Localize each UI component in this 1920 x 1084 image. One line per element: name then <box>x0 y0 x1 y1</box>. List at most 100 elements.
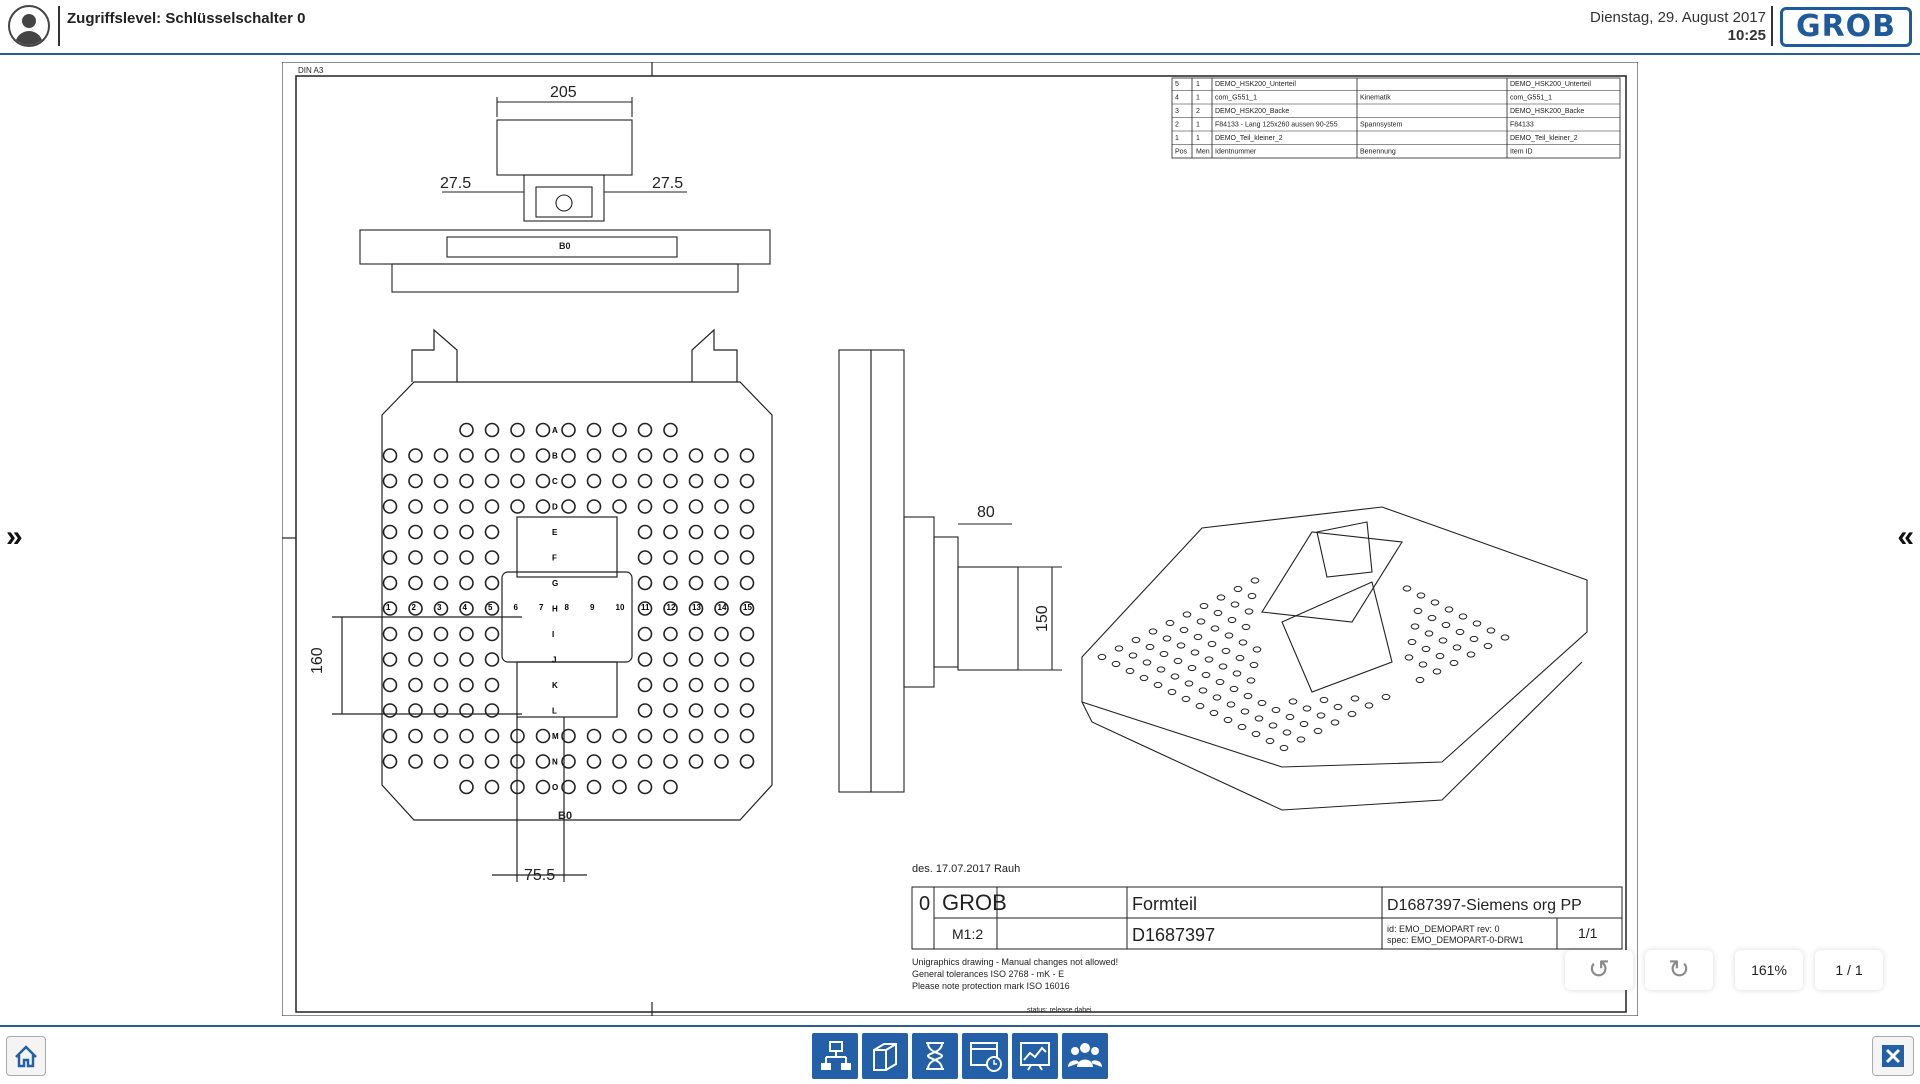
iso-hole <box>1288 698 1298 705</box>
iso-hole <box>1226 701 1236 708</box>
fixture-hole <box>535 448 551 463</box>
iso-hole <box>1196 618 1206 625</box>
home-button[interactable] <box>6 1036 46 1076</box>
fixture-hole <box>714 499 729 514</box>
iso-hole <box>1249 661 1259 669</box>
row-letter: B <box>552 452 558 461</box>
fixture-hole <box>637 754 653 769</box>
users-icon <box>1068 1043 1102 1067</box>
iso-hole <box>1125 667 1135 675</box>
iso-hole <box>1224 632 1234 639</box>
calendar-clock-button[interactable] <box>962 1033 1008 1079</box>
fixture-hole <box>408 652 423 667</box>
iso-hole <box>1176 642 1186 649</box>
parts-cell-item: DEMO_Teil_kleiner_2 <box>1510 135 1578 142</box>
side-view <box>838 349 1062 793</box>
close-box-icon <box>1882 1045 1904 1067</box>
fixture-hole <box>382 473 398 489</box>
fixture-hole <box>433 448 449 463</box>
fixture-hole <box>433 754 449 769</box>
user-avatar-icon[interactable] <box>8 5 50 47</box>
date-time: Dienstag, 29. August 2017 10:25 <box>1590 9 1766 45</box>
fixture-hole <box>739 575 755 591</box>
fixture-hole <box>637 575 653 591</box>
iso-hole <box>1246 677 1256 684</box>
fixture-hole <box>510 499 525 514</box>
fixture-hole <box>739 652 755 667</box>
iso-hole <box>1114 645 1124 652</box>
row-letter: L <box>552 707 557 716</box>
fixture-hole <box>663 728 678 744</box>
fixture-hole <box>663 550 678 565</box>
fixture-hole <box>408 677 423 693</box>
iso-hole <box>1449 659 1459 667</box>
iso-hole <box>1432 668 1442 675</box>
fixture-hole <box>484 754 500 769</box>
fixture-hole <box>510 779 525 795</box>
parts-cell-pos: Pos <box>1175 149 1188 156</box>
fixture-hole <box>510 473 525 489</box>
fixture-hole <box>382 448 398 463</box>
iso-hole <box>1173 657 1183 665</box>
machine-tree-button[interactable] <box>812 1033 858 1079</box>
iso-hole <box>1238 639 1248 646</box>
fixture-hole <box>637 652 653 667</box>
users-button[interactable] <box>1062 1033 1108 1079</box>
column-number: 12 <box>667 603 676 612</box>
iso-hole <box>1184 680 1194 687</box>
fixture-hole <box>586 499 602 514</box>
expand-left-panel-icon[interactable]: » <box>6 520 23 553</box>
column-number: 10 <box>616 603 625 612</box>
iso-hole <box>1182 611 1192 618</box>
iso-hole <box>1187 664 1197 672</box>
iso-hole <box>1162 635 1172 642</box>
iso-hole <box>1145 643 1155 651</box>
note-2: General tolerances ISO 2768 - mK - E <box>912 969 1064 979</box>
fixture-hole <box>459 601 474 616</box>
iso-hole <box>1455 628 1465 636</box>
fixture-hole <box>663 652 678 667</box>
fixture-hole <box>433 728 449 744</box>
iso-hole <box>1282 729 1292 736</box>
fixture-hole <box>688 499 704 514</box>
column-number: 6 <box>514 603 519 612</box>
close-button[interactable] <box>1872 1036 1914 1076</box>
iso-hole <box>1330 719 1340 726</box>
iso-hole <box>1179 626 1189 634</box>
column-number: 7 <box>539 603 544 612</box>
parts-list-table <box>1171 77 1621 159</box>
expand-right-panel-icon[interactable]: « <box>1897 520 1914 553</box>
column-number: 13 <box>692 603 701 612</box>
iso-hole <box>1350 695 1360 702</box>
zoom-level[interactable]: 161% <box>1735 950 1803 990</box>
iso-hole <box>1469 635 1479 643</box>
date-label: Dienstag, 29. August 2017 <box>1590 9 1766 26</box>
iso-hole <box>1402 585 1412 592</box>
parts-cell-item: com_G551_1 <box>1510 95 1552 102</box>
iso-hole <box>1148 628 1158 635</box>
fixture-hole <box>739 754 755 769</box>
parts-cell-ident: com_G551_1 <box>1215 95 1257 102</box>
iso-hole <box>1153 681 1163 689</box>
fixture-hole <box>714 575 729 591</box>
fixture-hole <box>459 703 474 718</box>
cube-button[interactable] <box>862 1033 908 1079</box>
rotate-left-icon[interactable]: ↺ <box>1565 950 1633 990</box>
fixture-hole <box>459 754 474 769</box>
chart-button[interactable] <box>1012 1033 1058 1079</box>
fixture-hole <box>637 703 653 718</box>
fixture-hole <box>637 550 653 565</box>
fixture-hole <box>714 601 729 616</box>
parts-cell-pos: 2 <box>1175 122 1179 129</box>
fixture-hole <box>663 524 678 540</box>
rotate-right-icon[interactable]: ↻ <box>1645 950 1713 990</box>
column-number: 15 <box>743 603 752 612</box>
iso-hole <box>1347 710 1357 718</box>
sheet-size-label: DIN A3 <box>298 66 324 75</box>
iso-hole <box>1413 607 1423 615</box>
fixture-hole <box>382 626 398 642</box>
hourglass-button[interactable] <box>912 1033 958 1079</box>
iso-hole <box>1250 577 1260 584</box>
technical-drawing[interactable]: DIN A3 205 27.5 27.5 B0 ABCDEFGHIJKLMNO1… <box>282 62 1638 1016</box>
